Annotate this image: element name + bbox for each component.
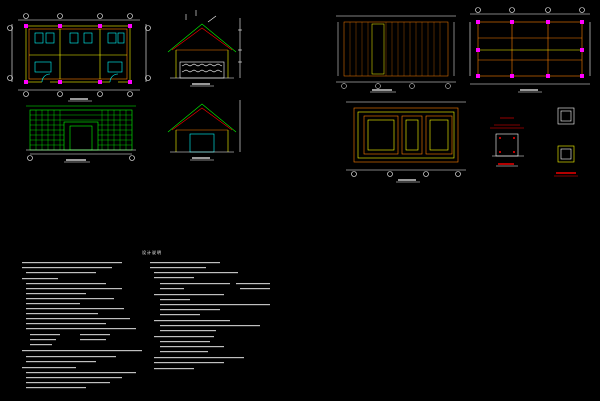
- structure-plan: [469, 7, 591, 93]
- roof-plan: [336, 15, 456, 93]
- detail-drawings: [490, 107, 578, 177]
- front-elevation: [26, 105, 136, 163]
- section-drawing-1: [167, 10, 242, 87]
- design-notes: [22, 262, 270, 389]
- section-drawing-2: [167, 100, 241, 161]
- design-notes-title: 设计说明: [142, 250, 162, 255]
- foundation-plan: [346, 101, 466, 183]
- floor-plan: [7, 13, 151, 102]
